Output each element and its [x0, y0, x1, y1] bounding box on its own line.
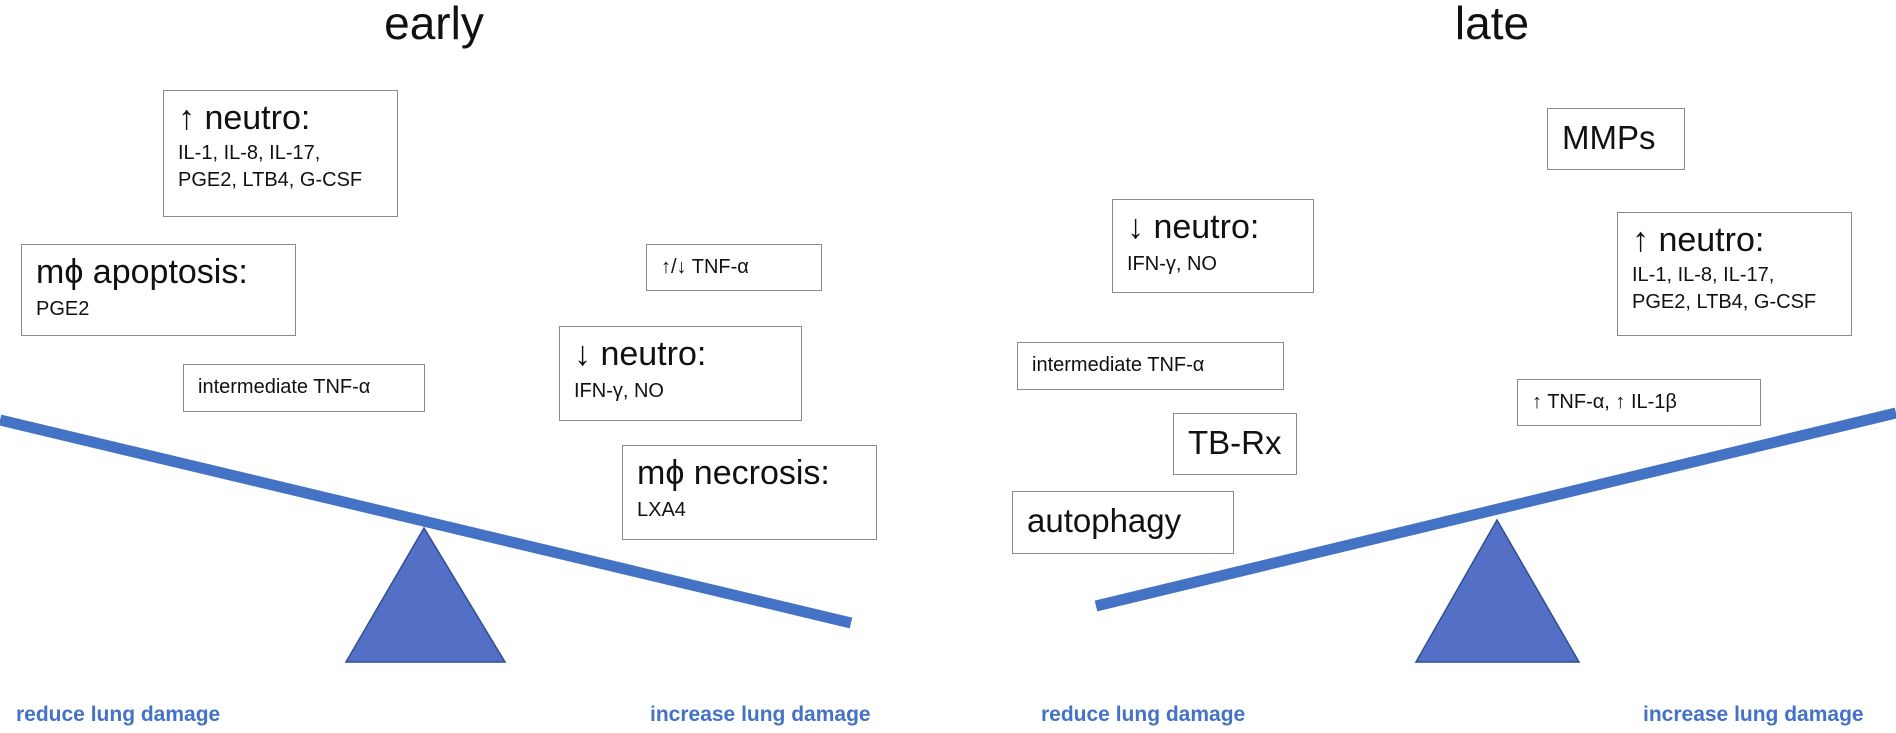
late-tb-rx-label: TB-Rx [1188, 424, 1282, 461]
late-tnf-il1b-up-box: ↑ TNF-α, ↑ IL-1β [1517, 379, 1761, 426]
late-neutro-down-head: ↓ neutro: [1127, 208, 1260, 246]
early-tnf-updown-label: ↑/↓ TNF-α [661, 256, 749, 278]
late-title: late [1454, 0, 1530, 49]
early-fulcrum [344, 526, 507, 663]
early-intermediate-tnf-label: intermediate TNF-α [198, 376, 371, 398]
late-intermediate-tnf-box: intermediate TNF-α [1017, 342, 1284, 390]
early-seesaw [0, 414, 853, 663]
late-mmps-label: MMPs [1562, 119, 1656, 156]
early-panel: early ↑ neutro: IL-1, IL-8, IL-17, PGE2,… [0, 0, 877, 726]
late-neutro-up-box: ↑ neutro: IL-1, IL-8, IL-17, PGE2, LTB4,… [1617, 212, 1852, 336]
early-neutro-up-head: ↑ neutro: [178, 99, 311, 137]
early-tnf-updown-box: ↑/↓ TNF-α [646, 244, 822, 291]
early-title: early [384, 0, 484, 49]
early-beam [0, 414, 853, 629]
late-footer-reduce: reduce lung damage [1041, 703, 1246, 726]
late-panel: late MMPs ↓ neutro: IFN-γ, NO ↑ neutro: … [948, 0, 1896, 733]
late-neutro-down-detail: IFN-γ, NO [1127, 253, 1217, 276]
late-neutro-up-detail: IL-1, IL-8, IL-17, PGE2, LTB4, G-CSF [1632, 264, 1817, 314]
early-neutro-down-box: ↓ neutro: IFN-γ, NO [559, 326, 802, 421]
early-mphi-necrosis-detail: LXA4 [637, 499, 686, 522]
late-neutro-up-head: ↑ neutro: [1632, 221, 1765, 259]
early-mphi-apoptosis-head: mϕ apoptosis: [36, 253, 248, 291]
late-neutro-down-box: ↓ neutro: IFN-γ, NO [1112, 199, 1314, 293]
early-mphi-necrosis-box: mϕ necrosis: LXA4 [622, 445, 877, 540]
late-autophagy-label: autophagy [1027, 502, 1182, 539]
late-mmps-box: MMPs [1547, 108, 1685, 170]
late-fulcrum [1414, 518, 1581, 663]
early-neutro-down-detail: IFN-γ, NO [574, 380, 664, 403]
late-tnf-il1b-up-label: ↑ TNF-α, ↑ IL-1β [1532, 391, 1677, 413]
late-beam [1094, 407, 1896, 612]
early-mphi-apoptosis-detail: PGE2 [36, 298, 90, 321]
early-intermediate-tnf-box: intermediate TNF-α [183, 364, 425, 412]
early-mphi-apoptosis-box: mϕ apoptosis: PGE2 [21, 244, 296, 336]
late-tb-rx-box: TB-Rx [1173, 413, 1297, 475]
late-intermediate-tnf-label: intermediate TNF-α [1032, 354, 1205, 376]
early-neutro-up-detail: IL-1, IL-8, IL-17, PGE2, LTB4, G-CSF [178, 142, 363, 192]
late-autophagy-box: autophagy [1012, 491, 1234, 554]
early-mphi-necrosis-head: mϕ necrosis: [637, 454, 830, 492]
late-footer-increase: increase lung damage [1643, 703, 1864, 726]
early-footer-reduce: reduce lung damage [16, 703, 221, 726]
early-neutro-down-head: ↓ neutro: [574, 335, 707, 373]
early-neutro-up-box: ↑ neutro: IL-1, IL-8, IL-17, PGE2, LTB4,… [163, 90, 398, 217]
late-seesaw [1094, 407, 1896, 663]
early-footer-increase: increase lung damage [650, 703, 871, 726]
